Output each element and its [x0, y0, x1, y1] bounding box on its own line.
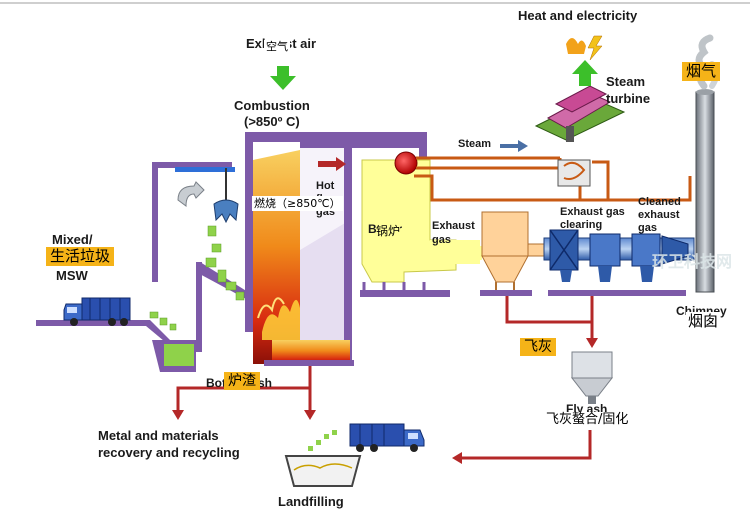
- burning-cn-label: 燃烧（≥850℃）: [252, 196, 343, 212]
- waste-pile: [149, 225, 245, 331]
- exhaust-duct: [430, 211, 545, 296]
- combustion-label: Combustion: [234, 98, 310, 113]
- furnace-fire: [253, 150, 300, 364]
- mixed-msw-label-1: Mixed/: [52, 232, 93, 247]
- metal-recovery-label-2: recovery and recycling: [98, 445, 240, 460]
- landfilling-label: Landfilling: [278, 494, 344, 509]
- combustion-temp-label: (>850º C): [244, 114, 300, 129]
- flue-gas-arrow: [318, 157, 346, 171]
- heat-exchanger: [557, 159, 591, 187]
- fly-ash-cn-tag: 飞灰: [520, 338, 556, 357]
- fly-ash-treatment-cn-label: 飞灰螯合/固化: [544, 412, 631, 428]
- steam-turbine-label-1: Steam: [606, 74, 646, 89]
- watermark-text: 环卫科技网: [652, 252, 733, 271]
- boiler-cn-label: 锅炉: [376, 224, 401, 239]
- slag-cn-tag: 炉渣: [224, 372, 260, 391]
- air-inlet-arrow: [270, 66, 296, 90]
- exhaust-gas-clearing-label-1: Exhaust gas: [560, 206, 625, 218]
- cleaned-exhaust-gas-label-2: exhaust: [638, 209, 680, 221]
- cleaned-exhaust-gas-label-3: gas: [638, 222, 657, 234]
- boiler-unit: [361, 151, 480, 283]
- process-flow-arrows: [176, 296, 594, 460]
- heat-electricity-icon: [566, 35, 603, 61]
- furnace-housing: [245, 132, 427, 332]
- landfill-pit: [284, 430, 362, 487]
- hot-flue-gas-label-1: Hot: [316, 180, 335, 192]
- fly-ash-silo: [570, 351, 614, 404]
- steam-turbine-icon: [534, 85, 626, 142]
- crane-grab: [177, 168, 239, 224]
- exhaust-gas-label-1: Exhaust: [432, 220, 475, 232]
- heat-electricity-label: Heat and electricity: [518, 8, 638, 23]
- domestic-waste-cn-tag: 生活垃圾: [46, 247, 115, 267]
- feed-conveyor: [36, 320, 196, 372]
- metal-recovery-label-1: Metal and materials: [98, 428, 219, 443]
- exhaust-gas-label-2: gas: [432, 234, 451, 246]
- landfill-truck-icon: [349, 423, 425, 452]
- steam-pipes: [414, 156, 692, 202]
- exhaust-gas-clearing-units: [543, 229, 695, 296]
- air-cn-label: 空气: [264, 40, 290, 54]
- cleaned-exhaust-gas-label-1: Cleaned: [638, 196, 681, 208]
- chimney-cn-label: 烟囱: [686, 312, 721, 330]
- garbage-truck-icon: [63, 297, 131, 326]
- boiler-base-rail: [360, 282, 450, 297]
- mixed-msw-label-2: MSW: [56, 268, 88, 283]
- steam-label: Steam: [458, 138, 492, 150]
- steam-turbine-label-2: turbine: [606, 91, 651, 106]
- electricity-output-arrow: [572, 60, 598, 86]
- exhaust-gas-clearing-label-2: clearing: [560, 219, 603, 231]
- flue-gas-cn-tag: 烟气: [682, 62, 721, 82]
- steam-arrow: [500, 140, 528, 152]
- process-flow-arrowheads: [172, 338, 598, 464]
